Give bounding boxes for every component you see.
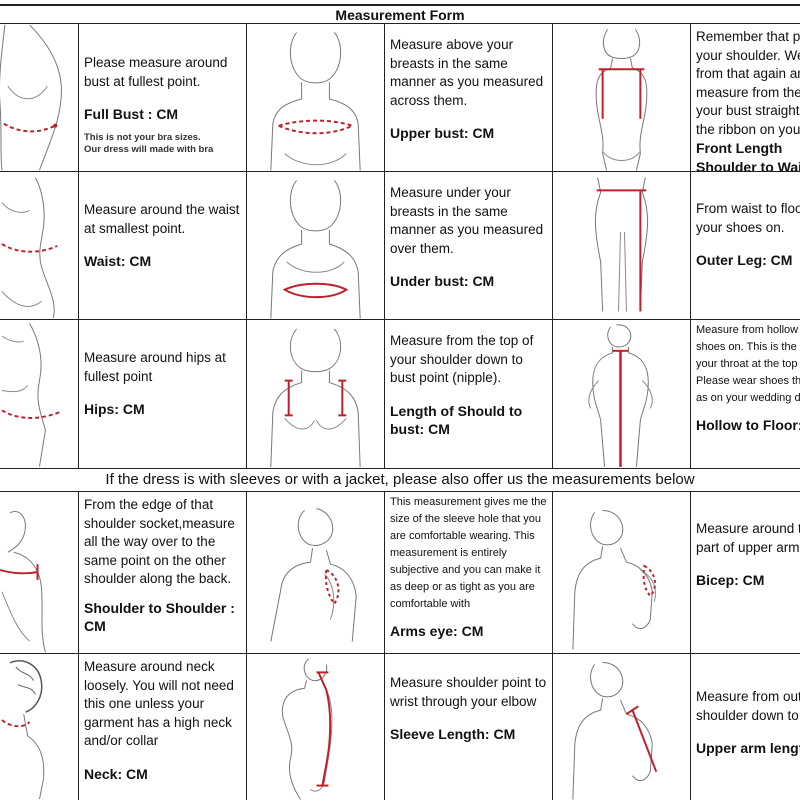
cell-full-bust: Please measure around bust at fullest po… [79,24,247,171]
cell-hips: Measure around hips at fullest point Hip… [79,320,247,468]
figure-front-length [553,24,691,171]
figure-neck [0,654,79,800]
upper-arm-length-desc: Measure from outside of shoulder down to… [696,689,800,723]
upper-arm-length-label: Upper arm length: CM [696,740,800,756]
arm-eye-icon [270,507,357,642]
cell-shoulder-to-shoulder: From the edge of that shoulder socket,me… [79,492,247,653]
torso-front-length-icon [595,29,648,171]
cell-arms-eye: This measurement gives me the size of th… [385,492,553,653]
torso-upper-bust-icon [270,32,361,171]
sleeve-length-label: Sleeve Length: CM [390,726,516,742]
hips-label: Hips: CM [84,401,145,417]
torso-shoulder-bust-icon [270,328,361,467]
row-neck: Measure around neck loosely. You will no… [0,654,800,800]
row-hips: Measure around hips at fullest point Hip… [0,320,800,468]
full-bust-note-2: Our dress will made with bra [84,143,214,155]
figure-arms-eye [247,492,385,653]
row-bust: Please measure around bust at fullest po… [0,24,800,172]
figure-full-bust [0,24,79,171]
upper-bust-desc: Measure above your breasts in the same m… [390,37,544,108]
upper-bust-label: Upper bust: CM [390,125,495,141]
sleeves-section-banner: If the dress is with sleeves or with a j… [0,468,800,492]
cell-upper-arm-length: Measure from outside of shoulder down to… [691,654,800,800]
arm-bicep-icon [572,509,657,650]
front-length-desc: Remember that point on your shoulder. We… [696,29,800,137]
torso-under-bust-icon [270,180,361,319]
row-shoulder: From the edge of that shoulder socket,me… [0,492,800,654]
shoulder-bust-desc: Measure from the top of your shoulder do… [390,333,534,385]
top-grid: Please measure around bust at fullest po… [0,24,800,468]
shoulder-to-shoulder-label: Shoulder to Shoulder : CM [84,599,235,635]
shoulder-to-shoulder-desc: From the edge of that shoulder socket,me… [84,497,235,586]
cell-upper-bust: Measure above your breasts in the same m… [385,24,553,171]
figure-upper-arm-length [553,654,691,800]
arms-eye-label: Arms eye: CM [390,623,484,639]
figure-outer-leg-icon [594,177,649,312]
full-bust-desc: Please measure around bust at fullest po… [84,55,228,89]
cell-neck: Measure around neck loosely. You will no… [79,654,247,800]
figure-under-bust [247,172,385,319]
arm-upper-length-icon [572,661,658,800]
neck-desc: Measure around neck loosely. You will no… [84,659,234,748]
under-bust-desc: Measure under your breasts in the same m… [390,185,544,256]
hollow-floor-label: Hollow to Floor: CM [696,417,800,433]
bicep-label: Bicep: CM [696,572,765,588]
full-bust-label: Full Bust : CM [84,106,179,122]
torso-bust-icon [0,24,62,171]
waist-label: Waist: CM [84,253,152,269]
full-bust-note-1: This is not your bra sizes. [84,131,201,143]
cell-shoulder-bust: Measure from the top of your shoulder do… [385,320,553,468]
neck-label: Neck: CM [84,765,148,782]
cell-waist: Measure around the waist at smallest poi… [79,172,247,319]
waist-desc: Measure around the waist at smallest poi… [84,202,240,236]
figure-sleeve-icon [281,658,333,800]
form-title: Measurement Form [0,4,800,24]
figure-outer-leg [553,172,691,319]
profile-neck-icon [1,660,45,800]
figure-hips [0,320,79,468]
bicep-desc: Measure around the fullest part of upper… [696,521,800,555]
figure-bicep [553,492,691,653]
cell-sleeve-length: Measure shoulder point to wrist through … [385,654,553,800]
cell-hollow-floor: Measure from hollow to floor with shoes … [691,320,800,468]
figure-hollow-floor [553,320,691,468]
figure-upper-bust [247,24,385,171]
torso-hips-icon [1,323,60,467]
cell-outer-leg: From waist to floor with your shoes on. … [691,172,800,319]
cell-front-length: Remember that point on your shoulder. We… [691,24,800,171]
back-shoulder-icon [0,511,46,653]
sleeve-length-desc: Measure shoulder point to wrist through … [390,675,547,709]
bottom-grid: From the edge of that shoulder socket,me… [0,492,800,800]
torso-waist-icon [1,177,58,319]
hips-desc: Measure around hips at fullest point [84,350,226,384]
front-length-label: Front Length Shoulder to Waist: CM [696,140,800,171]
cell-bicep: Measure around the fullest part of upper… [691,492,800,653]
arms-eye-desc: This measurement gives me the size of th… [390,496,547,610]
figure-shoulder-to-shoulder [0,492,79,653]
figure-sleeve-length [247,654,385,800]
outer-leg-desc: From waist to floor with your shoes on. [696,201,800,235]
figure-shoulder-bust [247,320,385,468]
hollow-floor-desc: Measure from hollow to floor with shoes … [696,324,800,404]
cell-under-bust: Measure under your breasts in the same m… [385,172,553,319]
under-bust-label: Under bust: CM [390,273,495,289]
shoulder-bust-label: Length of Should to bust: CM [390,402,523,438]
figure-hollow-floor-icon [588,324,653,468]
outer-leg-label: Outer Leg: CM [696,252,793,268]
figure-waist [0,172,79,319]
row-waist: Measure around the waist at smallest poi… [0,172,800,320]
